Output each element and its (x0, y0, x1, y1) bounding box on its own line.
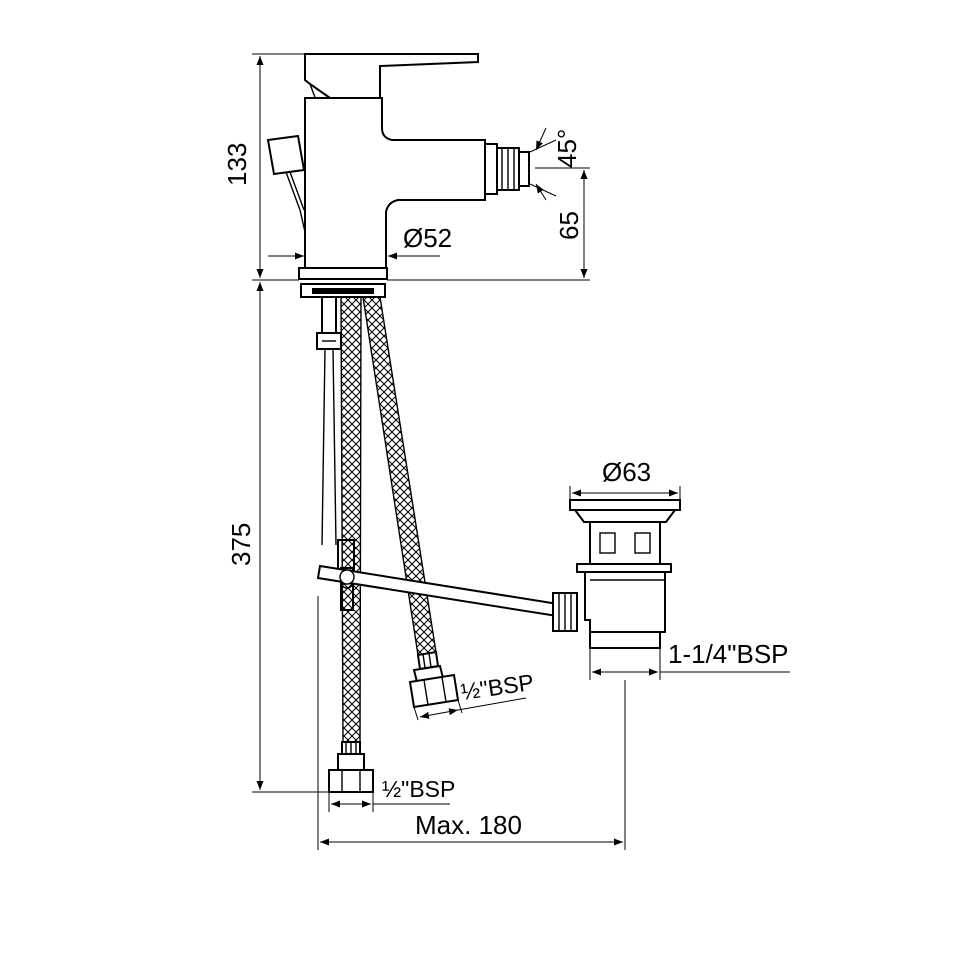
dim-63 (569, 486, 681, 500)
label-spray-angle: 45° (552, 129, 582, 168)
label-spout-height: 65 (554, 211, 584, 240)
label-hose-left-thread: ½"BSP (382, 776, 455, 802)
faucet-body (266, 53, 530, 298)
dim-hose-left-thread (328, 792, 450, 812)
dim-hose-right-thread (413, 697, 527, 721)
label-height-below: 375 (226, 523, 256, 566)
label-hose-right-thread: ½"BSP (459, 669, 535, 705)
label-height-top: 133 (222, 143, 252, 186)
label-base-diameter: Ø52 (403, 223, 452, 253)
dim-45 (529, 127, 557, 201)
dim-65 (387, 167, 590, 281)
label-waste-diameter: Ø63 (602, 457, 651, 487)
dim-133 (252, 53, 305, 281)
pop-up-waste (569, 499, 681, 649)
dim-375 (252, 282, 329, 793)
dim-52 (268, 232, 440, 268)
dim-waste-thread (589, 648, 790, 680)
label-waste-thread: 1-1/4"BSP (668, 639, 789, 669)
label-max-reach: Max. 180 (415, 810, 522, 840)
waste-pull-rod (316, 564, 578, 632)
dim-max-180 (317, 596, 626, 850)
flexible-hose-left (328, 296, 374, 793)
flexible-hose-right (362, 296, 460, 709)
